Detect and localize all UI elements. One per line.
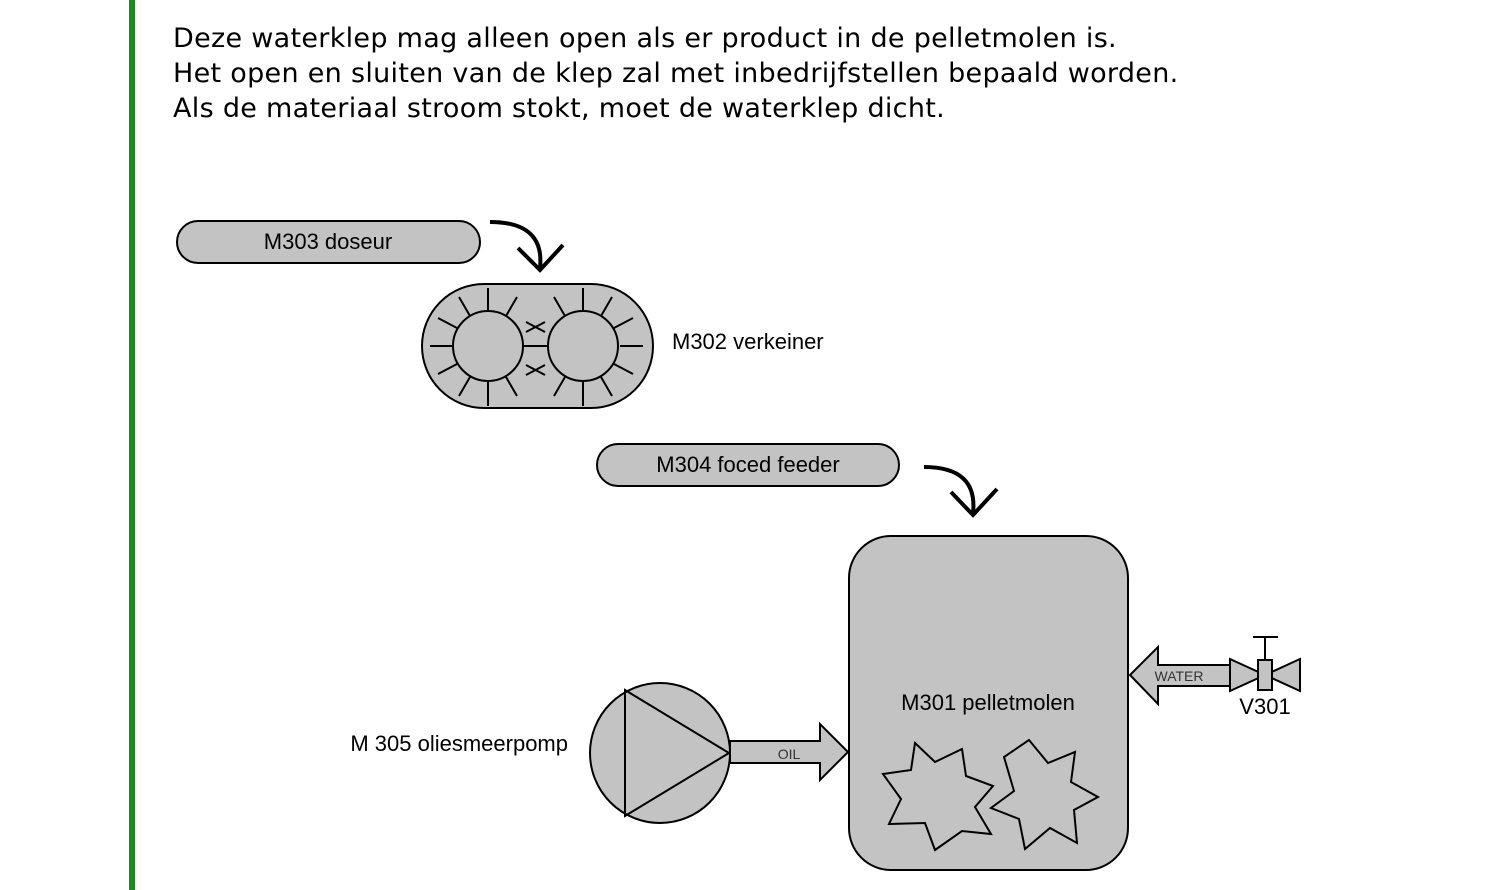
oil-label: OIL: [778, 746, 801, 762]
text-line-2: Het open en sluiten van de klep zal met …: [173, 58, 1179, 89]
text-line-3: Als de materiaal stroom stokt, moet de w…: [173, 93, 946, 124]
pomp-label: M 305 oliesmeerpomp: [350, 731, 568, 756]
water-label: WATER: [1155, 668, 1204, 684]
gear-icon: [988, 738, 1101, 851]
feeder-label: M304 foced feeder: [656, 452, 839, 477]
pelletmolen-unit: M301 pelletmolen: [848, 535, 1129, 871]
flow-arrow-feeder-icon: [923, 465, 976, 514]
flow-arrowhead-feeder-icon: [949, 487, 999, 518]
description-text: Deze waterklep mag alleen open als er pr…: [173, 0, 1179, 126]
pelletmolen-label: M301 pelletmolen: [901, 690, 1075, 715]
verkeiner-label: M302 verkeiner: [672, 329, 824, 354]
doseur-label: M303 doseur: [264, 229, 392, 254]
flow-arrow-doseur-icon: [489, 220, 543, 269]
water-line: WATER: [1128, 644, 1233, 707]
text-line-1: Deze waterklep mag alleen open als er pr…: [173, 23, 1117, 54]
verkeiner-unit: M302 verkeiner: [421, 283, 824, 409]
valve-v301-icon[interactable]: V301: [1229, 636, 1301, 719]
oil-line: OIL: [729, 721, 850, 783]
doseur-unit: M303 doseur: [176, 220, 481, 264]
valve-label: V301: [1239, 694, 1290, 719]
feeder-unit: M304 foced feeder: [596, 443, 900, 487]
flow-arrowhead-doseur-icon: [516, 243, 565, 273]
margin-bar: [129, 0, 135, 890]
gear-icon: [881, 740, 995, 852]
oliepomp-unit: M 305 oliesmeerpomp: [350, 682, 731, 824]
